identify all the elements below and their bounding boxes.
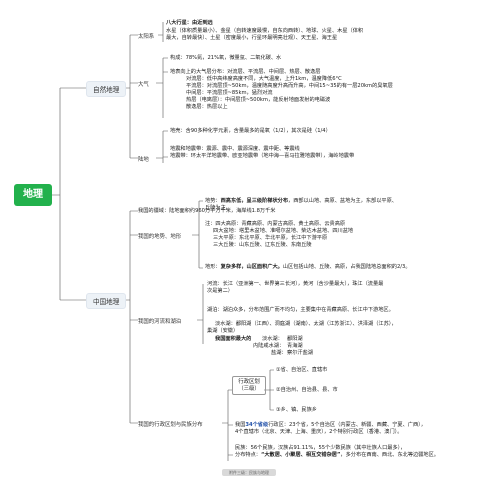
admin-summary-2: 4个直辖市（北京、天津、上海、重庆），2个特别行政区（香港、澳门）。 [235,429,403,435]
ethnic-line-2-rest: ，多分布在西南、西北、东北等边疆地区。 [340,452,439,458]
rivers-line-1: 河流：长江（亚洲第一、世界第三长河），黄河（含沙量最大），珠江（流量最 [207,281,384,287]
largest-saltwater-val: 青海湖 [287,343,303,349]
terrain-line-1-rest: ，西部以山地、高原、盆地为主，东部以平原、 [288,198,397,204]
largest-lakes-title: 我国面积最大的 [215,336,252,342]
ethnic-line-1: 民族：56个民族，汉族占91.11%，55个少数民族（其中壮族人口最多）， [235,445,406,451]
ethnic-line-2-prefix: 分布特点： [235,452,261,458]
admin-summary-1-prefix: 我国 [235,422,246,428]
terrain-note-2: 四大盆地：塔里木盆地、准噶尔盆地、柴达木盆地、四川盆地 [213,228,354,234]
node-solar-system[interactable]: 太阳系 [138,34,155,40]
largest-freshwater-key: 淡水湖： [262,336,283,342]
admin-levels-box[interactable]: 行政区划 （三级） [232,376,266,396]
ethnic-line-2: 分布特点：“大散居、小聚居、相互交错杂居”，多分布在西南、西北、东北等边疆地区。 [235,452,439,458]
solar-line-2: 最大，自转最快）、土星（密度最小，行星环最明亮壮观）、天王星、海王星 [166,35,338,41]
rivers-line-5: 巢湖（安徽） [207,328,239,334]
largest-salt-lake-key: 盐湖： [271,350,287,356]
terrain-line-1-prefix: 地势： [205,198,221,204]
node-land[interactable]: 陆地 [138,157,149,163]
territory-text: 我国的疆域：陆地面积约960万平方千米，海岸线1.8万千米 [138,208,276,214]
admin-summary-1-emph: 34个省级 [245,422,269,428]
terrain-line-3-rest: 山区包括山地、丘陵、高原，占我国陆地总面积的2/3。 [282,264,411,270]
admin-box-line-2: （三级） [238,385,260,392]
rivers-line-4: 淡水湖：鄱阳湖（江西）、洞庭湖（湖南）、太湖（江苏浙江）、洪泽湖（江苏）， [215,321,397,327]
admin-level-1: ①省、自治区、直辖市 [276,367,328,373]
atmo-line-3: 对流层：低中高纬度高度不同，大气温度，上升1km，温度降低6°C [186,76,342,82]
node-atmosphere[interactable]: 大气 [138,82,149,88]
solar-title: 八大行星：由近到远 [166,20,213,26]
admin-level-3: ③乡、镇、民族乡 [276,407,317,413]
atmo-line-5: 中间层：平流层顶~85km，猛烈对流 [186,90,273,96]
rivers-line-3: 湖泊：湖泊众多，分布范围广而不均匀，主要集中在青藏高原、长江中下游地区。 [207,307,394,313]
terrain-line-2: 丘陵为主。 [205,205,231,211]
ethnic-line-2-emph: “大散居、小聚居、相互交错杂居” [260,452,341,458]
branch-natural-geography[interactable]: 自然地理 [86,81,127,97]
admin-summary-1-rest: 行政区：23个省，5个自治区（内蒙古、新疆、西藏、宁夏、广西）， [268,422,426,428]
terrain-note-4: 三大丘陵：山东丘陵、辽东丘陵、东南丘陵 [213,242,312,248]
largest-freshwater-val: 鄱阳湖 [287,336,303,342]
terrain-line-3-emph: 复杂多样，山区面积广大。 [220,264,283,270]
admin-level-2: ②自治州、自治县、县、市 [276,387,338,393]
node-rivers-lakes[interactable]: 我国的河流和湖泊 [138,319,182,325]
terrain-line-1: 地势：西高东低，呈三级阶梯状分布，西部以山地、高原、盆地为主，东部以平原、 [205,198,397,204]
footer-watermark: 附件三级：民族与地理 [222,469,276,476]
admin-box-line-1: 行政区划 [238,379,260,385]
rivers-line-2: 次是第二） [207,288,233,294]
terrain-line-3: 地形：复杂多样，山区面积广大。山区包括山地、丘陵、高原，占我国陆地总面积的2/3… [205,264,411,270]
terrain-note-1: 注：四大高原：青藏高原、内蒙古高原、黄土高原、云贵高原 [205,221,346,227]
node-admin-ethnic[interactable]: 我国的行政区划与民族分布 [138,422,203,428]
largest-salt-lake-val: 察尔汗盐湖 [287,350,313,356]
solar-line-1: 水星（体积质量最小）、金星（自转速度最慢，自东向西转）、地球、火星、木星（体积 [166,28,364,34]
land-line-2: 地震和地震带：震源、震中、震源深度、震中距、等震线 [170,146,300,152]
node-terrain[interactable]: 我国的地势、地形 [138,234,182,240]
atmo-line-1: 构成：78%氮，21%氧，微量氩、二氧化碳、水 [170,55,282,61]
atmo-line-2: 地表向上的大气层分布：对流层、平流层、中间层、热层、散逸层 [170,69,321,75]
atmo-line-6: 热层（电离层）：中间层顶~500km，能反射地面发射的电磁波 [186,97,331,103]
terrain-line-1-emph: 西高东低，呈三级阶梯状分布 [220,198,289,204]
terrain-line-3-prefix: 地形： [205,264,221,270]
land-line-3: 地震带：环太平洋地震带、欧亚地震带（地中海—喜马拉雅地震带），海岭地震带 [170,153,355,159]
branch-china-geography[interactable]: 中国地理 [86,293,127,309]
terrain-note-3: 三大平原：东北平原、华北平原，长江中下游平原 [213,235,328,241]
largest-saltwater-key: 内陆咸水湖： [253,343,285,349]
atmo-line-7: 散逸层：热层以上 [186,104,228,110]
root-node[interactable]: 地理 [14,184,52,206]
admin-summary-1: 我国34个省级行政区：23个省，5个自治区（内蒙古、新疆、西藏、宁夏、广西）， [235,422,426,428]
land-line-1: 地壳：含90多种化学元素，含量最多的是氧（1/2），其次是硅（1/4） [170,128,331,134]
atmo-line-4: 平流层：对流层顶~50km，温度随高度升高而升高，中间15~35的有一层20km… [186,83,393,89]
